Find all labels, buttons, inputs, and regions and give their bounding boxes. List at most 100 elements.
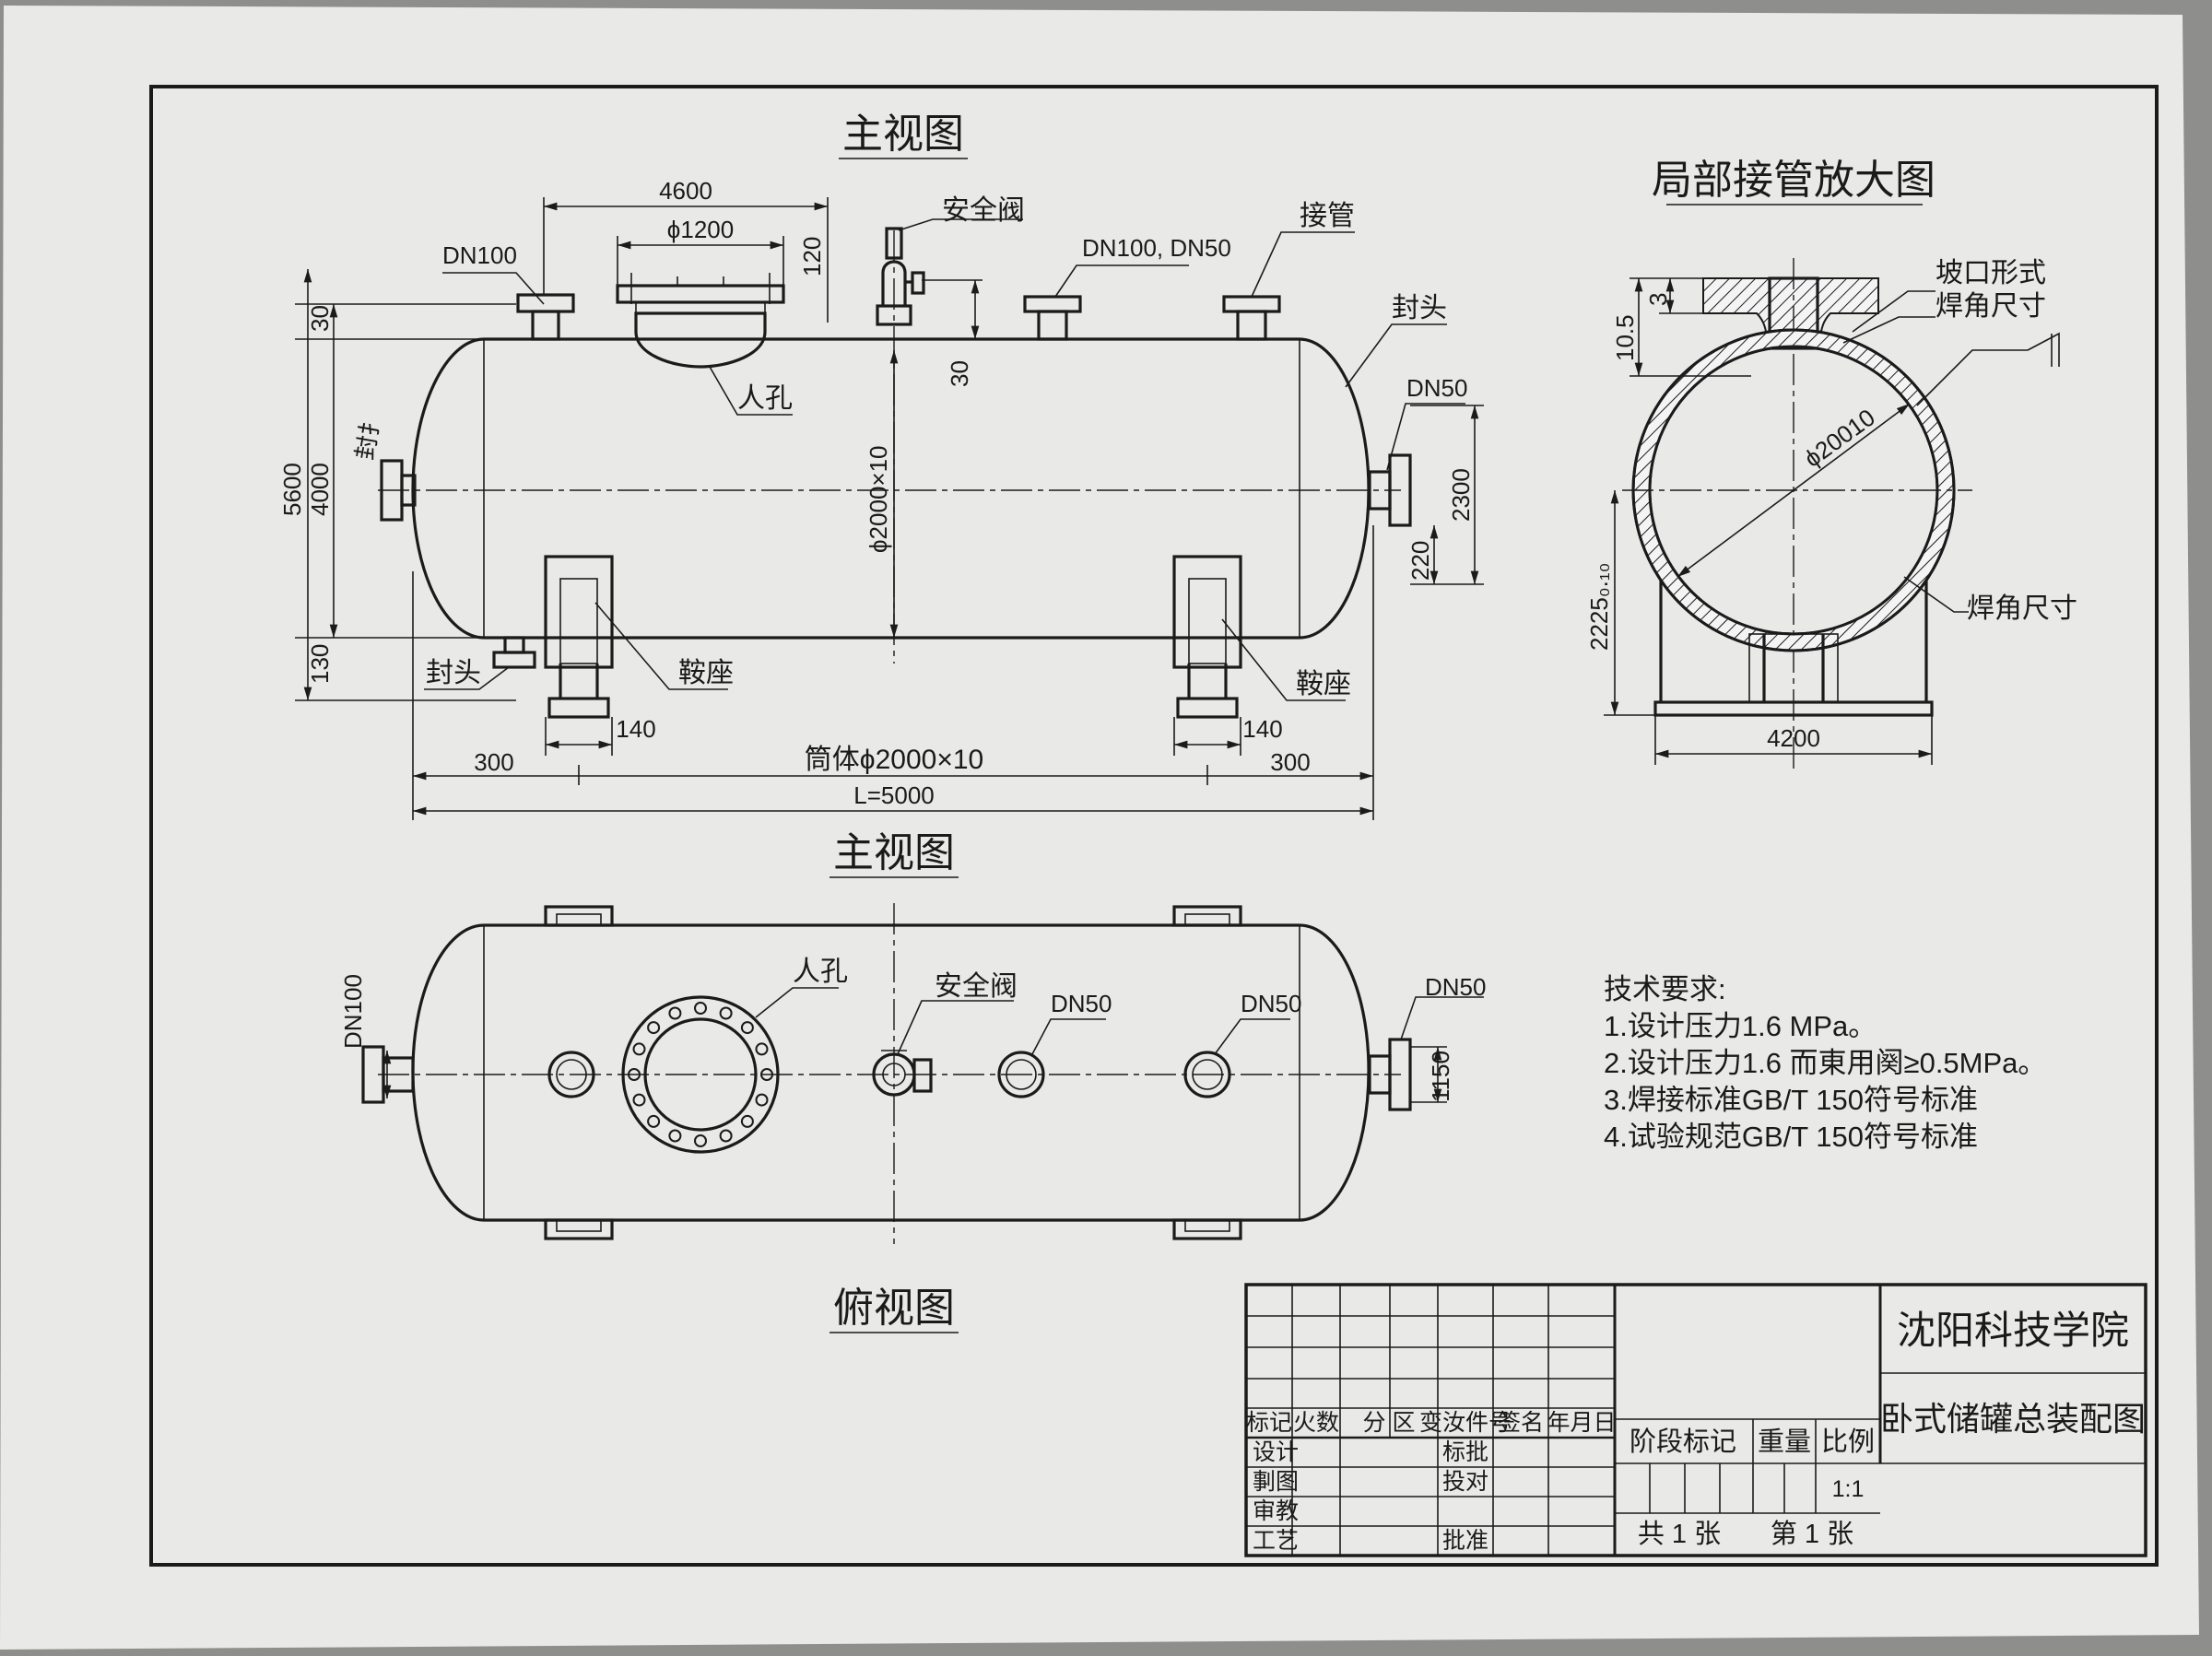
detail-view-title: 局部接管放大图 [1652, 158, 1936, 203]
saddle-right [1172, 555, 1242, 719]
label-weld-size-2: 焊角尺寸 [1967, 593, 2077, 624]
label-nozzle: 接管 [1300, 201, 1355, 231]
tb-header-count: 火数 [1293, 1410, 1339, 1436]
note-3: 3.焊接标准GB/T 150符号标准 [1604, 1084, 1978, 1116]
dim-220: 220 [1406, 541, 1434, 581]
label-dn50-top-a: DN50 [1051, 990, 1112, 1017]
bolt-hole [719, 1129, 733, 1143]
label-saddle-left: 鞍座 [678, 658, 734, 688]
dim-2300: 2300 [1447, 468, 1475, 522]
tb-drawing-name: 卧式储罐总装配图 [1880, 1400, 2146, 1438]
label-groove-type: 坡口形式 [1936, 258, 2046, 288]
label-dn50: DN50 [1406, 374, 1467, 402]
tb-header-doc: 变汝件号 [1419, 1410, 1512, 1436]
label-dn100-left-top: DN100 [339, 974, 367, 1049]
dim-120: 120 [798, 237, 826, 276]
nozzle-top-1 [547, 1051, 595, 1098]
technical-requirements: 技术要求: 1.设计压力1.6 MPa。 2.设计压力1.6 而東用阕≥0.5M… [1604, 973, 2046, 1153]
dim-30-valve: 30 [946, 360, 973, 387]
bolt-hole [647, 1021, 661, 1035]
top-view-title: 俯视图 [833, 1286, 955, 1331]
bolt-hole [719, 1006, 733, 1020]
bolt-hole [632, 1042, 646, 1056]
front-view-2-title: 主视图 [833, 830, 955, 875]
bolt-hole [760, 1068, 773, 1081]
tb-scale-value: 1:1 [1832, 1476, 1865, 1502]
label-safety-valve-top: 安全阀 [935, 971, 1018, 1002]
bolt-hole [755, 1042, 769, 1056]
dim-5600: 5600 [278, 463, 306, 516]
bolt-hole [628, 1068, 641, 1081]
front-view: 主视图 [278, 112, 1484, 820]
label-weld-size-1: 焊角尺寸 [1936, 291, 2046, 322]
label-head-right: 封头 [1392, 293, 1447, 323]
label-safety-valve: 安全阀 [942, 195, 1025, 226]
dim-shell: 筒体ϕ2000×10 [805, 745, 983, 775]
note-2: 2.设计压力1.6 而東用阕≥0.5MPa。 [1604, 1047, 2046, 1079]
label-head-left: 封头 [426, 658, 481, 688]
dim-4000: 4000 [306, 463, 334, 516]
label-dn50-top-c: DN50 [1425, 973, 1486, 1001]
bolt-hole [647, 1114, 661, 1128]
dim-4200: 4200 [1767, 724, 1820, 752]
manhole [634, 311, 767, 369]
dim-140-right: 140 [1242, 715, 1282, 743]
note-1: 1.设计压力1.6 MPa。 [1604, 1010, 1877, 1042]
dim-length: L=5000 [853, 781, 934, 809]
tb-approve: 批准 [1442, 1528, 1488, 1554]
dim-300-left: 300 [474, 748, 513, 776]
title-block: 标记 火数 分 区 变汝件号 签名 年月日 设计 剚图 审教 工艺 标批 投对 … [1244, 1283, 2147, 1557]
dim-130: 130 [306, 644, 334, 684]
tb-weight: 重量 [1758, 1427, 1811, 1457]
tb-header-zone: 分 区 [1363, 1410, 1416, 1436]
dim-4600: 4600 [659, 177, 712, 205]
detail-view: 局部接管放大图 坡口形式 [1585, 158, 2077, 774]
dim-phi1200: ϕ1200 [667, 216, 734, 243]
label-dn50-top-b: DN50 [1241, 990, 1301, 1017]
tb-design: 设计 [1253, 1439, 1299, 1465]
bolt-hole [632, 1093, 646, 1107]
bolt-hole [740, 1021, 754, 1035]
label-saddle-right: 鞍座 [1296, 669, 1351, 699]
safety-valve-top [872, 1050, 933, 1097]
dim-2225: 2225₀.₁₀ [1585, 563, 1613, 651]
tb-draw: 剚图 [1253, 1469, 1299, 1495]
dim-300-right: 300 [1270, 748, 1310, 776]
dim-phi2000: ϕ2000×10 [865, 445, 892, 553]
dim-10-5: 10.5 [1611, 314, 1639, 361]
label-manhole: 人孔 [737, 383, 793, 414]
dim-30-top: 30 [306, 305, 334, 332]
tb-check: 投对 [1442, 1469, 1488, 1495]
tb-header-mark: 标记 [1246, 1410, 1292, 1436]
tb-review: 审教 [1253, 1498, 1299, 1524]
label-dn100-dn50: DN100, DN50 [1082, 234, 1231, 262]
saddle-left [544, 555, 614, 719]
bolt-hole [740, 1114, 754, 1128]
manhole-top [621, 995, 780, 1154]
dim-140-left: 140 [616, 715, 655, 743]
dim-3: 3 [1644, 293, 1672, 306]
drawing-border [149, 85, 2159, 1567]
bolt-hole [668, 1129, 682, 1143]
bolt-hole [755, 1093, 769, 1107]
tb-sheet-no: 第 1 张 [1771, 1519, 1853, 1549]
bolt-hole [668, 1006, 682, 1020]
bolt-hole [694, 1134, 707, 1147]
tb-header-sign: 签名 [1498, 1410, 1544, 1436]
tb-process: 工艺 [1253, 1528, 1299, 1554]
label-manhole-top: 人孔 [793, 957, 848, 987]
nozzle-top-dn50-a [997, 1051, 1045, 1098]
top-view: 人孔 安全阀 DN50 DN50 DN50 DN100 1150 [339, 903, 1486, 1244]
tb-sheets: 共 1 张 [1638, 1519, 1721, 1549]
front-view-title: 主视图 [842, 112, 964, 157]
safety-valve [876, 227, 925, 326]
tb-stage: 阶段标记 [1630, 1427, 1736, 1457]
tb-header-date: 年月日 [1547, 1410, 1616, 1436]
bolt-hole [694, 1002, 707, 1015]
tb-scale: 比例 [1821, 1427, 1875, 1457]
notes-title: 技术要求: [1604, 973, 1726, 1005]
label-dn100-top: DN100 [442, 241, 517, 269]
dim-1150: 1150 [1427, 1051, 1454, 1102]
